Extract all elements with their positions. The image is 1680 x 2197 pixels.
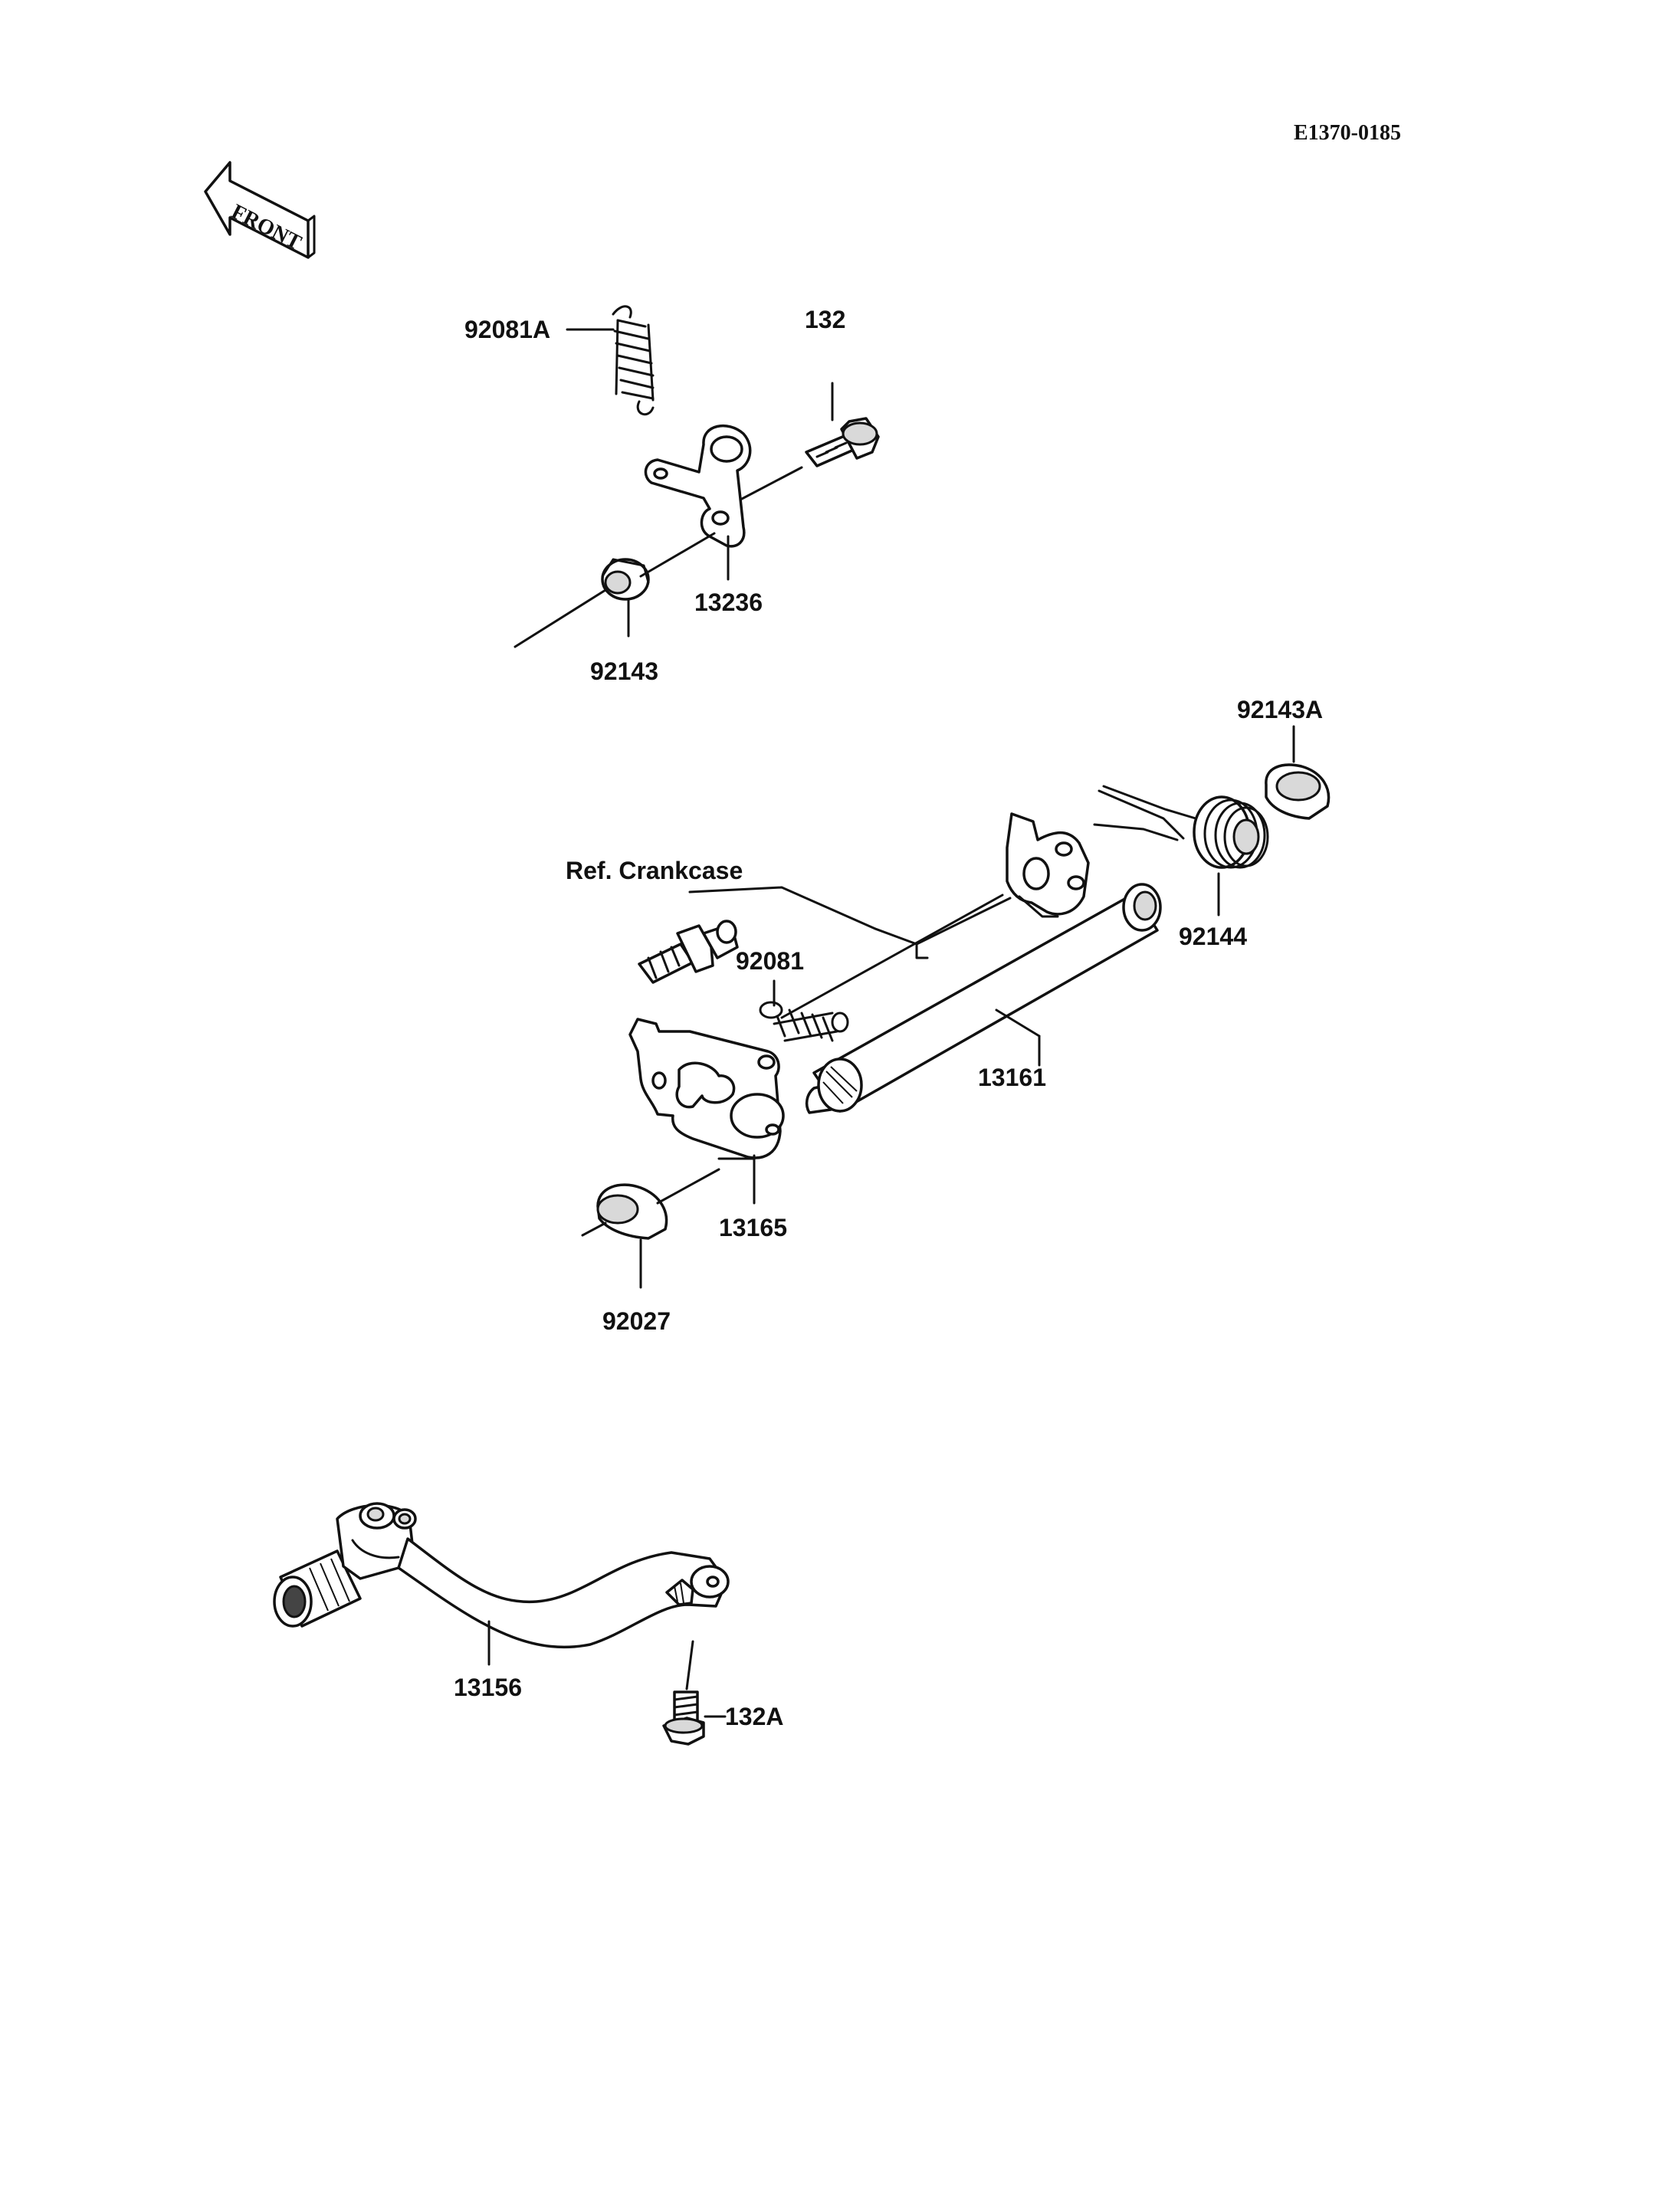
shift-shaft-13161-icon xyxy=(805,883,1162,1114)
collar-92143a-icon xyxy=(1265,763,1331,820)
collar-92027-icon xyxy=(596,1183,668,1240)
crankcase-bolt-icon xyxy=(638,920,739,984)
shaft-arm-icon xyxy=(1006,812,1090,918)
part-label-13236: 13236 xyxy=(694,589,763,616)
part-label-92081a: 92081A xyxy=(464,316,550,343)
part-label-92143a: 92143A xyxy=(1237,696,1323,723)
spring-92081-icon xyxy=(759,894,1004,1042)
torsion-spring-92144-icon xyxy=(1093,785,1269,869)
part-label-92143: 92143 xyxy=(590,657,658,685)
front-arrow-icon: FRONT xyxy=(204,161,316,259)
plate-13165-icon xyxy=(628,1018,785,1159)
part-label-92027: 92027 xyxy=(602,1307,671,1335)
part-label-13156: 13156 xyxy=(454,1674,522,1701)
bolt-132-icon xyxy=(805,417,880,467)
plate-13236-icon xyxy=(644,424,752,548)
part-label-132a: 132A xyxy=(725,1703,784,1730)
shift-pedal-13156-icon xyxy=(273,1502,730,1649)
part-label-92144: 92144 xyxy=(1179,923,1247,950)
part-label-92081: 92081 xyxy=(736,947,804,975)
part-label-132: 132 xyxy=(805,306,845,333)
bolt-132a-icon xyxy=(662,1690,705,1746)
collar-92143-icon xyxy=(601,558,650,601)
part-label-13165: 13165 xyxy=(719,1214,787,1241)
spring-92081a-icon xyxy=(612,305,655,416)
reference-label: Ref. Crankcase xyxy=(566,857,743,884)
diagram-code: E1370-0185 xyxy=(1294,121,1401,145)
part-label-13161: 13161 xyxy=(978,1064,1046,1091)
